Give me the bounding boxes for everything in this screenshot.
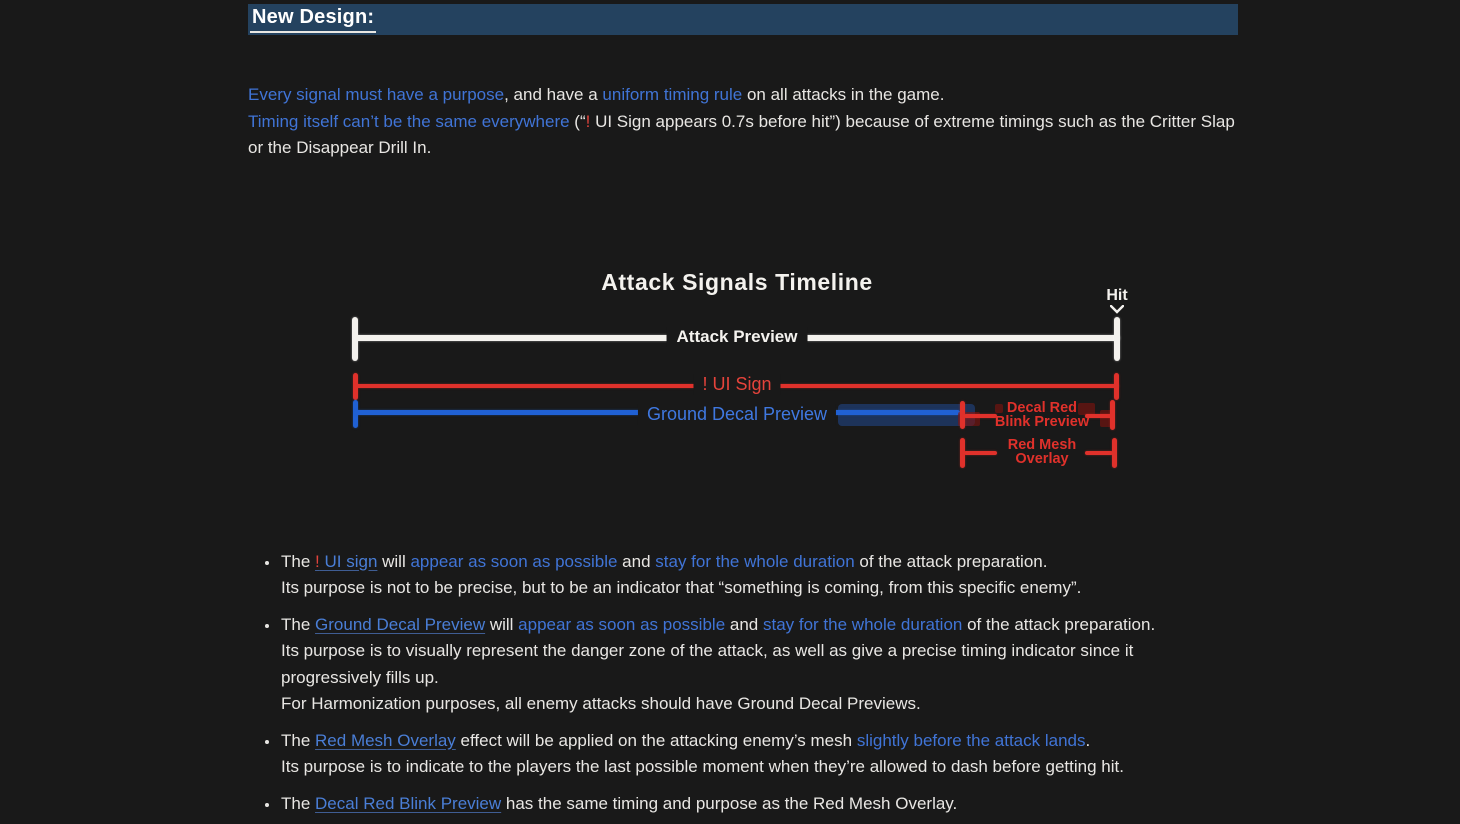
text-segment: on all attacks in the game. [742, 85, 945, 104]
bar-label-red-mesh-overlay: Red Mesh Overlay [1007, 436, 1077, 467]
bar-line [964, 413, 997, 418]
text-segment: stay for the whole duration [762, 614, 963, 634]
page: { "header": { "title": "New Design:" }, … [0, 4, 1460, 824]
text-segment: Every signal must have a purpose [248, 85, 505, 104]
text-segment: ! [585, 111, 591, 131]
bar-label-ground-decal-preview: Ground Decal Preview [637, 403, 837, 425]
text-segment: effect will be applied on the attacking … [455, 730, 857, 750]
text-segment: will [377, 551, 411, 571]
text-segment: of the attack preparation. [854, 551, 1048, 571]
intro-paragraph: Every signal must have a purpose, and ha… [248, 82, 1238, 162]
label-line-1: Red Mesh [1007, 436, 1077, 453]
text-segment: and [725, 614, 763, 634]
bullet-list: The ! UI sign will appear as soon as pos… [262, 549, 1238, 818]
hit-marker-label: Hit [1106, 286, 1128, 304]
red-highlight-block [1078, 402, 1095, 415]
text-segment: UI Sign appears 0.7s before hit”) becaus… [248, 111, 1235, 158]
text-segment: Its purpose is not to be precise, but to… [281, 578, 1082, 597]
text-segment: The [281, 793, 316, 813]
text-segment: will [485, 614, 519, 634]
text-segment: . [1085, 730, 1091, 750]
text-segment: The [281, 730, 316, 750]
diagram-title: Attack Signals Timeline [601, 268, 873, 295]
bar-label-decal-red-blink-preview: Decal Red Blink Preview [994, 399, 1090, 430]
bar-label-ui-sign: ! UI Sign [693, 373, 781, 395]
section-header-banner: New Design: [248, 4, 1238, 35]
text-segment: slightly before the attack lands [856, 730, 1086, 750]
text-segment: Its purpose is to indicate to the player… [281, 757, 1124, 776]
text-segment: uniform timing rule [602, 85, 743, 104]
inline-link[interactable]: ! [315, 551, 320, 571]
list-item-decal-red-blink-preview: The Decal Red Blink Preview has the same… [280, 791, 1238, 818]
inline-link[interactable]: UI sign [319, 551, 378, 571]
inline-link[interactable]: Ground Decal Preview [315, 614, 486, 634]
bar-line [964, 450, 997, 455]
document-content: New Design: Every signal must have a pur… [248, 4, 1238, 817]
bar-label-attack-preview: Attack Preview [666, 326, 808, 347]
text-segment: and [617, 551, 656, 571]
decal-fill-glow [838, 403, 975, 426]
bar-cap [1114, 372, 1119, 400]
bar-cap [960, 400, 965, 429]
text-segment: stay for the whole duration [655, 551, 855, 571]
bar-cap [1114, 316, 1120, 361]
text-segment: The [281, 614, 316, 634]
text-segment: The [281, 551, 316, 571]
list-item-ui-sign: The ! UI sign will appear as soon as pos… [280, 549, 1238, 602]
bar-cap [960, 437, 965, 468]
text-segment: , and have a [504, 85, 603, 104]
text-segment: appear as soon as possible [410, 551, 618, 571]
text-segment: Timing itself can’t be the same everywhe… [248, 111, 570, 131]
bar-line [1085, 413, 1112, 418]
text-segment: (“ [569, 111, 586, 131]
text-segment: of the attack preparation. [962, 614, 1156, 634]
text-segment: has the same timing and purpose as the R… [501, 793, 958, 813]
list-item-ground-decal-preview: The Ground Decal Preview will appear as … [280, 612, 1238, 718]
label-line-1: Decal Red [1006, 399, 1078, 416]
bar-cap [1112, 437, 1117, 468]
text-segment: For Harmonization purposes, all enemy at… [281, 694, 921, 713]
attack-signals-timeline-diagram: Attack Signals Timeline Hit Attack Previ… [340, 259, 1212, 484]
chevron-down-icon [1110, 304, 1124, 314]
bar-line [1085, 450, 1113, 455]
page-title: New Design: [250, 6, 377, 33]
red-highlight-block [995, 403, 1003, 413]
text-segment: Its purpose is to visually represent the… [281, 641, 1134, 687]
inline-link[interactable]: Red Mesh Overlay [315, 730, 456, 750]
bar-cap [1110, 399, 1115, 430]
inline-link[interactable]: Decal Red Blink Preview [315, 793, 502, 813]
list-item-red-mesh-overlay: The Red Mesh Overlay effect will be appl… [280, 728, 1238, 781]
text-segment: appear as soon as possible [518, 614, 726, 634]
label-line-2: Overlay [1015, 450, 1069, 467]
label-line-2: Blink Preview [994, 413, 1090, 430]
